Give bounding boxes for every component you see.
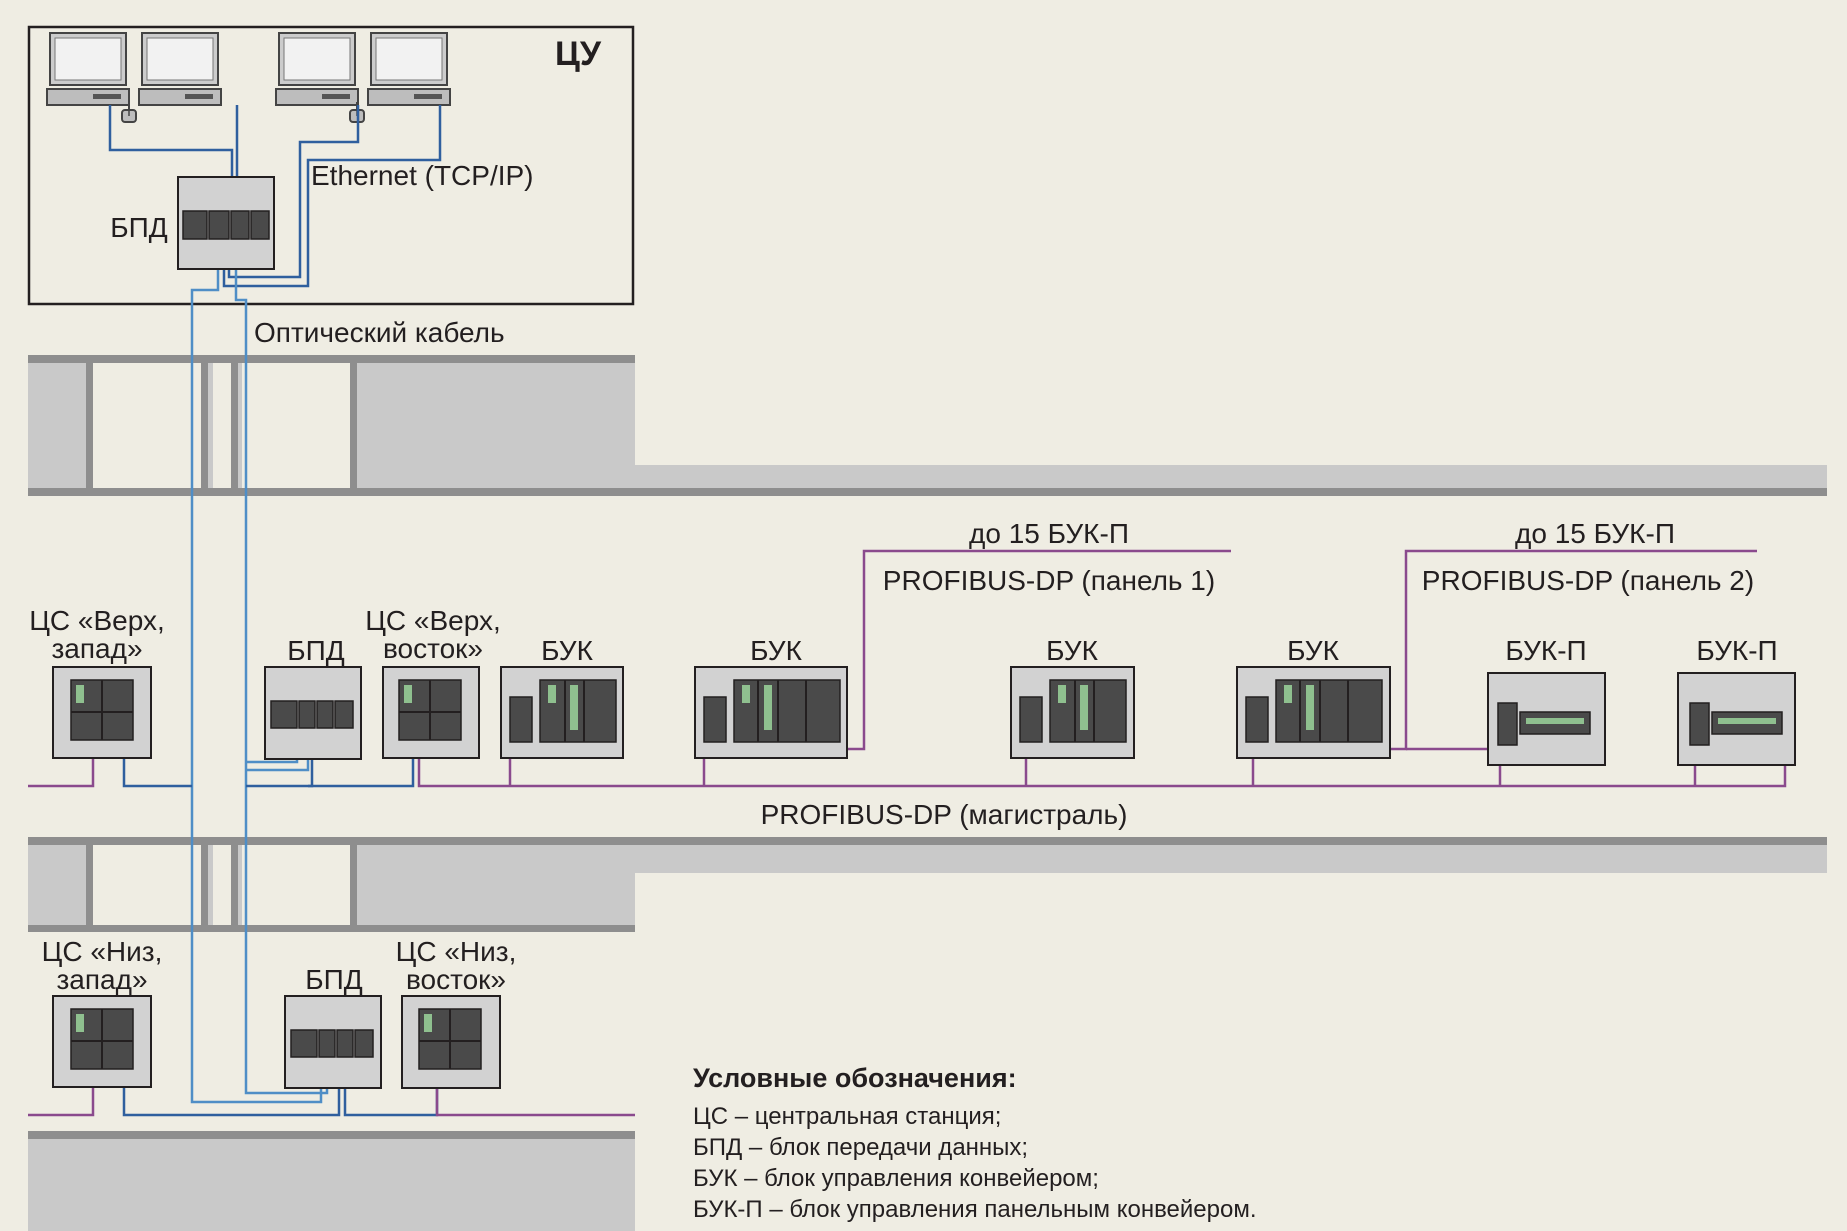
legend: Условные обозначения: ЦС – центральная с… xyxy=(693,1063,1257,1223)
workstation-monitor-icon xyxy=(275,32,359,106)
legend-item: БУК – блок управления конвейером; xyxy=(693,1165,1099,1192)
cs-bottom-west-label-line1: ЦС «Низ, xyxy=(42,936,163,967)
cs-top-east: ЦС «Верх, восток» xyxy=(365,605,501,759)
legend-item: БПД – блок передачи данных; xyxy=(693,1134,1028,1161)
cs-bottom-east: ЦС «Низ, восток» xyxy=(396,936,517,1089)
bukp-2-label: БУК-П xyxy=(1696,635,1777,666)
bpd-bottom: БПД xyxy=(284,964,382,1089)
profibus-main-label: PROFIBUS-DP (магистраль) xyxy=(761,799,1128,830)
cs-top-west-label-line1: ЦС «Верх, xyxy=(29,605,165,636)
control-room-border xyxy=(27,25,635,306)
buk-3-label: БУК xyxy=(1046,635,1099,666)
control-room-title: ЦУ xyxy=(555,35,602,73)
workstation-monitor-icon xyxy=(46,32,130,106)
buk-1: БУК xyxy=(500,635,624,759)
mouse-icon xyxy=(121,102,137,123)
cs-top-west-label-line2: запад» xyxy=(51,633,142,664)
panel1-bus-label: PROFIBUS-DP (панель 1) xyxy=(883,565,1215,596)
workstation-monitor-icon xyxy=(367,32,451,106)
cs-bottom-east-label-line1: ЦС «Низ, xyxy=(396,936,517,967)
cs-top-east-label-line2: восток» xyxy=(383,633,483,664)
cs-top-east-label-line1: ЦС «Верх, xyxy=(365,605,501,636)
panel2-limit-label: до 15 БУК-П xyxy=(1515,518,1675,549)
buk-4-label: БУК xyxy=(1287,635,1340,666)
buk-1-label: БУК xyxy=(541,635,594,666)
buk-2: БУК xyxy=(694,635,848,759)
buk-4: БУК xyxy=(1236,635,1391,759)
buk-3: БУК xyxy=(1010,635,1135,759)
bukp-1-label: БУК-П xyxy=(1505,635,1586,666)
ethernet-label: Ethernet (TCP/IP) xyxy=(311,160,534,191)
bpd-control-room: БПД xyxy=(110,176,275,270)
bpd-bottom-label: БПД xyxy=(305,964,363,995)
control-room: ЦУ xyxy=(27,25,635,306)
workstations xyxy=(46,32,451,123)
panel1-limit-label: до 15 БУК-П xyxy=(969,518,1129,549)
bukp-2: БУК-П xyxy=(1677,635,1796,766)
bpd-cu-label: БПД xyxy=(110,212,168,243)
buk-2-label: БУК xyxy=(750,635,803,666)
cs-bottom-west: ЦС «Низ, запад» xyxy=(42,936,163,1088)
cs-top-west: ЦС «Верх, запад» xyxy=(29,605,165,759)
bpd-top-label: БПД xyxy=(287,635,345,666)
workstation-monitor-icon xyxy=(138,32,222,106)
network-labels: Ethernet (TCP/IP) Оптический кабель PROF… xyxy=(254,160,1754,830)
optical-cable-label: Оптический кабель xyxy=(254,317,505,348)
bpd-top: БПД xyxy=(264,635,362,760)
legend-item: БУК-П – блок управления панельным конвей… xyxy=(693,1196,1257,1223)
bukp-1: БУК-П xyxy=(1487,635,1606,766)
cs-bottom-east-label-line2: восток» xyxy=(406,964,506,995)
panel2-bus-label: PROFIBUS-DP (панель 2) xyxy=(1422,565,1754,596)
cs-bottom-west-label-line2: запад» xyxy=(56,964,147,995)
building-structure xyxy=(28,355,1827,1231)
legend-item: ЦС – центральная станция; xyxy=(693,1103,1001,1130)
legend-title: Условные обозначения: xyxy=(693,1063,1017,1093)
